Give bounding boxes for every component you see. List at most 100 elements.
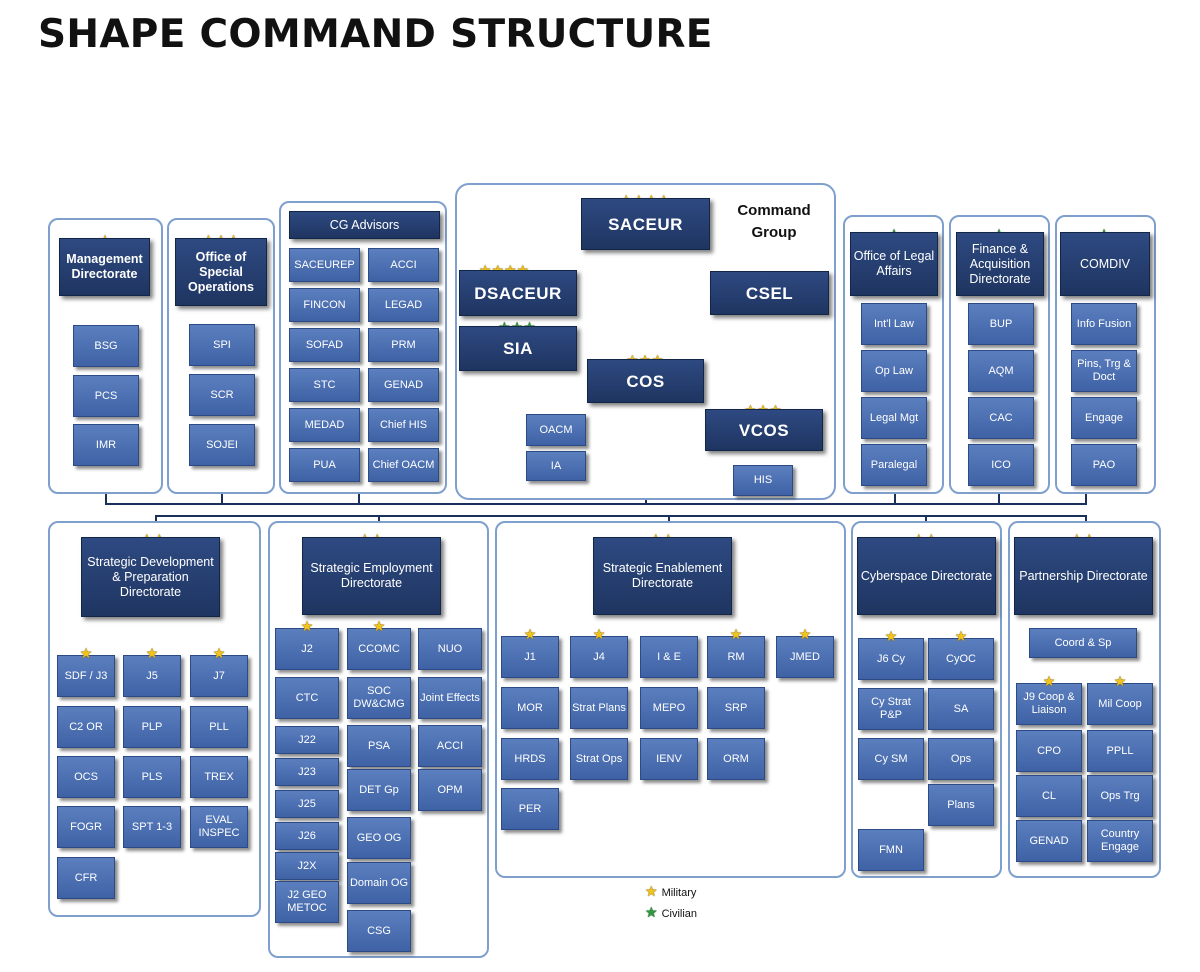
unit-box[interactable]: NUO: [418, 628, 482, 670]
unit-box[interactable]: SRP: [707, 687, 765, 729]
unit-box[interactable]: OCS: [57, 756, 115, 798]
management-directorate-header[interactable]: Management Directorate: [59, 238, 150, 296]
unit-box[interactable]: FOGR: [57, 806, 115, 848]
unit-box[interactable]: Cy Strat P&P: [858, 688, 924, 730]
unit-box[interactable]: GEO OG: [347, 817, 411, 859]
strategic-enablement-header[interactable]: Strategic Enablement Directorate: [593, 537, 732, 615]
unit-box[interactable]: Cy SM: [858, 738, 924, 780]
unit-box[interactable]: Coord & Sp: [1029, 628, 1137, 658]
unit-box[interactable]: J1: [501, 636, 559, 678]
vcos-box[interactable]: VCOS: [705, 409, 823, 451]
unit-box[interactable]: SA: [928, 688, 994, 730]
unit-box[interactable]: CAC: [968, 397, 1034, 439]
unit-box[interactable]: Engage: [1071, 397, 1137, 439]
unit-box[interactable]: Chief OACM: [368, 448, 439, 482]
unit-box[interactable]: CL: [1016, 775, 1082, 817]
unit-box[interactable]: BUP: [968, 303, 1034, 345]
unit-box[interactable]: PSA: [347, 725, 411, 767]
unit-box[interactable]: J2X: [275, 852, 339, 880]
unit-box[interactable]: PLL: [190, 706, 248, 748]
unit-box[interactable]: SCR: [189, 374, 255, 416]
unit-box[interactable]: C2 OR: [57, 706, 115, 748]
unit-box[interactable]: Joint Effects: [418, 677, 482, 719]
unit-box[interactable]: CPO: [1016, 730, 1082, 772]
unit-box[interactable]: RM: [707, 636, 765, 678]
his-box[interactable]: HIS: [733, 465, 793, 496]
unit-box[interactable]: SACEUREP: [289, 248, 360, 282]
unit-box[interactable]: FINCON: [289, 288, 360, 322]
special-operations-header[interactable]: Office of Special Operations: [175, 238, 267, 306]
unit-box[interactable]: Country Engage: [1087, 820, 1153, 862]
legal-affairs-header[interactable]: Office of Legal Affairs: [850, 232, 938, 296]
unit-box[interactable]: SPT 1-3: [123, 806, 181, 848]
ia-box[interactable]: IA: [526, 451, 586, 481]
finance-acquisition-header[interactable]: Finance & Acquisition Directorate: [956, 232, 1044, 296]
unit-box[interactable]: HRDS: [501, 738, 559, 780]
unit-box[interactable]: J22: [275, 726, 339, 754]
partnership-header[interactable]: Partnership Directorate: [1014, 537, 1153, 615]
unit-box[interactable]: SOJEI: [189, 424, 255, 466]
sia-box[interactable]: SIA: [459, 326, 577, 371]
unit-box[interactable]: PAO: [1071, 444, 1137, 486]
unit-box[interactable]: STC: [289, 368, 360, 402]
unit-box[interactable]: Strat Ops: [570, 738, 628, 780]
unit-box[interactable]: CTC: [275, 677, 339, 719]
unit-box[interactable]: MEPO: [640, 687, 698, 729]
unit-box[interactable]: PUA: [289, 448, 360, 482]
unit-box[interactable]: J6 Cy: [858, 638, 924, 680]
cyberspace-header[interactable]: Cyberspace Directorate: [857, 537, 996, 615]
unit-box[interactable]: Mil Coop: [1087, 683, 1153, 725]
saceur-box[interactable]: SACEUR: [581, 198, 710, 250]
unit-box[interactable]: J25: [275, 790, 339, 818]
unit-box[interactable]: Legal Mgt: [861, 397, 927, 439]
unit-box[interactable]: Info Fusion: [1071, 303, 1137, 345]
unit-box[interactable]: MEDAD: [289, 408, 360, 442]
unit-box[interactable]: DET Gp: [347, 769, 411, 811]
unit-box[interactable]: Ops: [928, 738, 994, 780]
unit-box[interactable]: OPM: [418, 769, 482, 811]
unit-box[interactable]: SDF / J3: [57, 655, 115, 697]
unit-box[interactable]: Pins, Trg & Doct: [1071, 350, 1137, 392]
unit-box[interactable]: LEGAD: [368, 288, 439, 322]
strategic-development-header[interactable]: Strategic Development & Preparation Dire…: [81, 537, 220, 617]
unit-box[interactable]: SOFAD: [289, 328, 360, 362]
csel-box[interactable]: CSEL: [710, 271, 829, 315]
unit-box[interactable]: ACCI: [418, 725, 482, 767]
unit-box[interactable]: AQM: [968, 350, 1034, 392]
unit-box[interactable]: J2 GEO METOC: [275, 881, 339, 923]
unit-box[interactable]: PCS: [73, 375, 139, 417]
unit-box[interactable]: Ops Trg: [1087, 775, 1153, 817]
unit-box[interactable]: ORM: [707, 738, 765, 780]
unit-box[interactable]: I & E: [640, 636, 698, 678]
unit-box[interactable]: IMR: [73, 424, 139, 466]
dsaceur-box[interactable]: DSACEUR: [459, 270, 577, 316]
unit-box[interactable]: Op Law: [861, 350, 927, 392]
unit-box[interactable]: GENAD: [1016, 820, 1082, 862]
unit-box[interactable]: PER: [501, 788, 559, 830]
unit-box[interactable]: EVAL INSPEC: [190, 806, 248, 848]
comdiv-header[interactable]: COMDIV: [1060, 232, 1150, 296]
cg-advisors-header[interactable]: CG Advisors: [289, 211, 440, 239]
unit-box[interactable]: GENAD: [368, 368, 439, 402]
cos-box[interactable]: COS: [587, 359, 704, 403]
unit-box[interactable]: PPLL: [1087, 730, 1153, 772]
unit-box[interactable]: CyOC: [928, 638, 994, 680]
unit-box[interactable]: J4: [570, 636, 628, 678]
unit-box[interactable]: ICO: [968, 444, 1034, 486]
unit-box[interactable]: Strat Plans: [570, 687, 628, 729]
unit-box[interactable]: J5: [123, 655, 181, 697]
unit-box[interactable]: IENV: [640, 738, 698, 780]
unit-box[interactable]: JMED: [776, 636, 834, 678]
unit-box[interactable]: MOR: [501, 687, 559, 729]
unit-box[interactable]: CCOMC: [347, 628, 411, 670]
unit-box[interactable]: Paralegal: [861, 444, 927, 486]
unit-box[interactable]: J9 Coop & Liaison: [1016, 683, 1082, 725]
strategic-employment-header[interactable]: Strategic Employment Directorate: [302, 537, 441, 615]
unit-box[interactable]: FMN: [858, 829, 924, 871]
unit-box[interactable]: CSG: [347, 910, 411, 952]
unit-box[interactable]: Plans: [928, 784, 994, 826]
unit-box[interactable]: Int'l Law: [861, 303, 927, 345]
unit-box[interactable]: Chief HIS: [368, 408, 439, 442]
unit-box[interactable]: SPI: [189, 324, 255, 366]
unit-box[interactable]: Domain OG: [347, 862, 411, 904]
